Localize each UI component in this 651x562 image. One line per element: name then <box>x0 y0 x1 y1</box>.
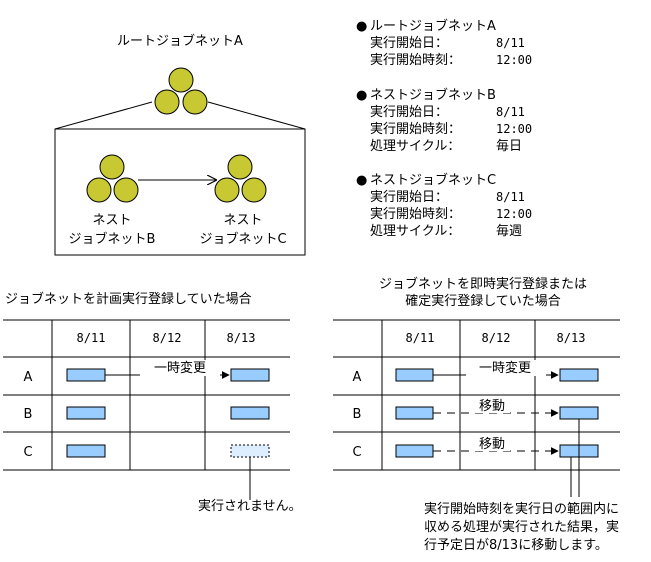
svg-text:処理サイクル：: 処理サイクル： <box>370 139 460 154</box>
nested-b-label-2: ジョブネットB <box>69 231 156 247</box>
nested-jobnet-box <box>54 128 306 256</box>
right-bar-a-8-11 <box>395 368 434 382</box>
nested-jobnet-c-icon <box>214 154 267 203</box>
left-date-1: 8/11 <box>77 331 106 345</box>
info-root-a: ● ルートジョブネットA 実行開始日： 8/11 実行開始時刻： 12:00 <box>356 18 532 68</box>
svg-text:実行開始時刻：: 実行開始時刻： <box>370 121 461 137</box>
left-row-c: C <box>23 445 32 460</box>
right-change-label-bg <box>466 360 546 376</box>
info-nested-b: ● ネストジョブネットB 実行開始日： 8/11 実行開始時刻： 12:00 処… <box>356 87 532 154</box>
nested-c-label-2: ジョブネットC <box>199 231 286 247</box>
right-bar-a-8-13 <box>559 368 599 382</box>
left-row-a: A <box>24 370 33 385</box>
svg-text:8/11: 8/11 <box>496 105 525 119</box>
right-move-label-c: 移動 <box>479 437 505 452</box>
left-bar-a-8-11 <box>66 368 106 382</box>
right-bar-b-8-13 <box>559 406 599 420</box>
svg-text:8/11: 8/11 <box>496 190 525 204</box>
right-date-1: 8/11 <box>406 331 435 345</box>
left-bar-c-8-13-skipped <box>230 444 270 458</box>
right-change-label: 一時変更 <box>479 360 531 376</box>
left-bar-a-8-13 <box>230 368 270 382</box>
right-move-label-b: 移動 <box>479 399 505 414</box>
svg-text:ネストジョブネットC: ネストジョブネットC <box>370 172 496 188</box>
right-date-2: 8/12 <box>482 331 511 345</box>
left-change-label-bg <box>140 360 220 376</box>
right-row-c: C <box>352 445 361 460</box>
left-date-2: 8/12 <box>153 331 182 345</box>
svg-text:12:00: 12:00 <box>496 207 532 221</box>
svg-text:12:00: 12:00 <box>496 122 532 136</box>
svg-text:毎週: 毎週 <box>496 223 522 239</box>
svg-text:実行開始日：: 実行開始日： <box>370 189 448 205</box>
right-row-b: B <box>353 407 362 422</box>
svg-text:実行開始時刻：: 実行開始時刻： <box>370 206 461 222</box>
svg-text:●: ● <box>356 19 367 34</box>
right-date-3: 8/13 <box>557 331 586 345</box>
right-bar-c-8-11 <box>395 444 434 458</box>
svg-text:実行開始時刻：: 実行開始時刻： <box>370 52 461 68</box>
right-move-label-c-bg <box>474 435 510 451</box>
right-row-a: A <box>353 370 362 385</box>
svg-text:処理サイクル：: 処理サイクル： <box>370 224 460 239</box>
right-table-grid <box>333 319 620 471</box>
expand-line-left <box>54 101 153 130</box>
left-table-caption: ジョブネットを計画実行登録していた場合 <box>5 291 252 307</box>
left-bar-c-8-11 <box>66 444 106 458</box>
left-table-grid <box>3 319 290 471</box>
root-jobnet-title: ルートジョブネットA <box>117 33 243 49</box>
left-change-label: 一時変更 <box>154 360 206 376</box>
svg-text:実行開始日：: 実行開始日： <box>370 35 448 51</box>
svg-text:毎日: 毎日 <box>496 138 522 154</box>
svg-text:12:00: 12:00 <box>496 53 532 67</box>
svg-text:8/11: 8/11 <box>496 36 525 50</box>
right-note-line-2: 収める処理が実行された結果，実 <box>424 519 619 535</box>
right-table-caption-1: ジョブネットを即時実行登録または <box>379 276 587 292</box>
left-date-3: 8/13 <box>227 331 256 345</box>
left-bar-b-8-11 <box>66 406 106 420</box>
expand-line-right <box>207 101 306 130</box>
nested-c-label-1: ネスト <box>223 213 262 228</box>
svg-text:実行開始日：: 実行開始日： <box>370 104 448 120</box>
right-note-line-3: 行予定日が8/13に移動します。 <box>424 538 608 553</box>
nested-b-label-1: ネスト <box>92 213 131 228</box>
right-bar-b-8-11 <box>395 406 434 420</box>
svg-text:●: ● <box>356 88 367 103</box>
svg-text:ネストジョブネットB: ネストジョブネットB <box>370 87 496 103</box>
root-jobnet-icon <box>154 67 208 115</box>
left-bar-b-8-13 <box>230 406 270 420</box>
right-move-label-b-bg <box>474 397 510 413</box>
left-row-b: B <box>24 407 33 422</box>
svg-text:●: ● <box>356 173 367 188</box>
info-nested-c: ● ネストジョブネットC 実行開始日： 8/11 実行開始時刻： 12:00 処… <box>356 172 532 239</box>
left-not-executed-note: 実行されません。 <box>198 498 302 514</box>
right-note-line-1: 実行開始時刻を実行日の範囲内に <box>424 501 619 517</box>
right-table-caption-2: 確定実行登録していた場合 <box>405 293 561 309</box>
svg-text:ルートジョブネットA: ルートジョブネットA <box>370 18 496 34</box>
nested-jobnet-b-icon <box>86 154 139 203</box>
